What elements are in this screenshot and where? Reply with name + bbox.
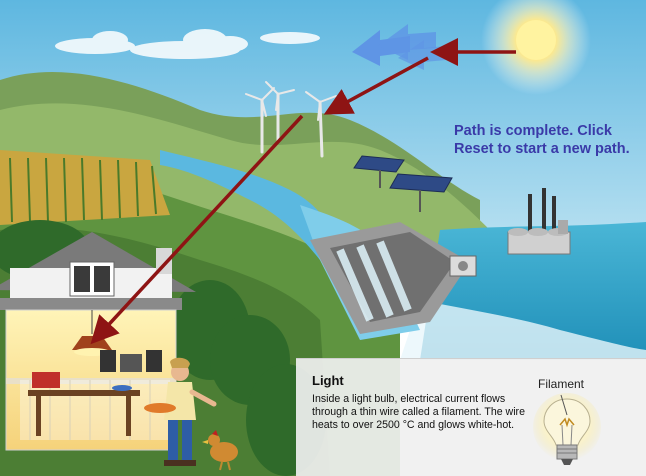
river	[160, 150, 340, 260]
person	[144, 357, 217, 466]
info-title: Light	[312, 373, 344, 388]
filament-label: Filament	[538, 377, 585, 391]
status-line-1: Path is complete. Click	[454, 123, 612, 139]
chicken	[202, 430, 238, 471]
status-line-2: Reset to start a new path.	[454, 141, 630, 157]
hydro-dam	[310, 222, 477, 334]
info-description: Inside a light bulb, electrical current …	[312, 393, 525, 431]
light-bulb-icon	[532, 389, 602, 475]
crop-field	[0, 150, 170, 225]
path-arrow-turbine-to-house	[90, 114, 304, 345]
info-panel: Light Inside a light bulb, electrical cu…	[296, 358, 646, 476]
status-message: Path is complete. Click Reset to start a…	[454, 122, 644, 158]
path-arrow-wind-to-turbine	[323, 56, 429, 115]
solar-panels	[353, 155, 453, 212]
clouds	[55, 29, 320, 59]
power-plant	[507, 188, 571, 255]
energy-path	[90, 38, 516, 345]
wind-turbines	[245, 81, 337, 158]
